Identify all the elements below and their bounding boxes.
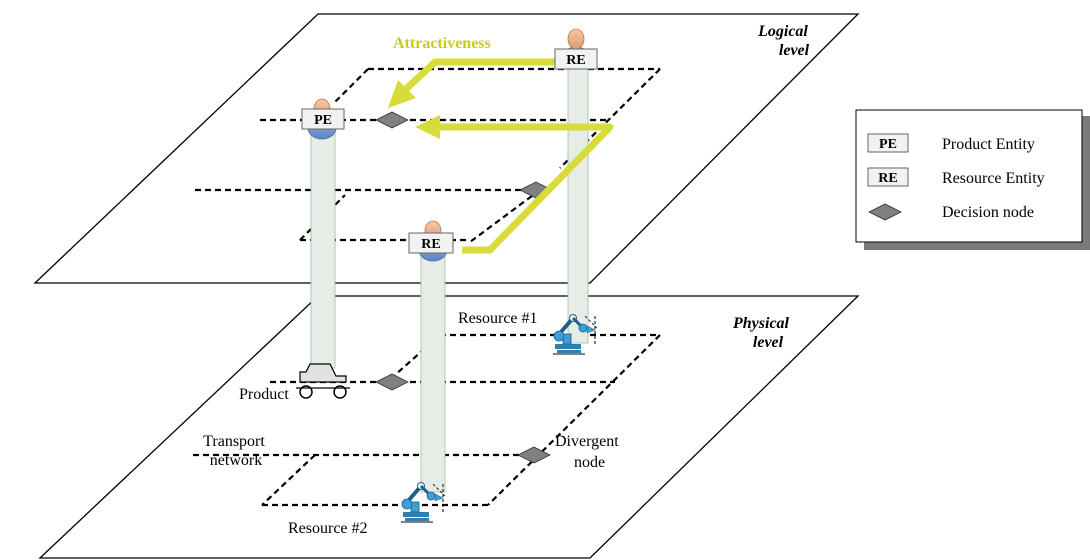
re-top-tag-box xyxy=(554,48,598,70)
pe-tag: PE xyxy=(314,113,332,128)
re-top-tag: RE xyxy=(566,53,585,68)
legend-item-re: RE Resource Entity xyxy=(867,167,1045,187)
legend: PE Product Entity RE Resource Entity Dec… xyxy=(855,109,1090,250)
decision-node xyxy=(375,373,409,391)
re-mid-tag: RE xyxy=(421,237,440,252)
resource-entity-mid: RE xyxy=(408,220,454,262)
re-mid-column xyxy=(420,241,446,493)
attractiveness-arrow-mid xyxy=(435,123,614,254)
logical-level-plane xyxy=(33,13,860,284)
legend-item-pe: PE Product Entity xyxy=(867,133,1035,153)
svg-text:Product Entity: Product Entity xyxy=(942,136,1035,153)
divergent-node-icon xyxy=(517,446,551,464)
legend-item-decision-node: Decision node xyxy=(868,203,1034,221)
svg-text:RE: RE xyxy=(878,171,897,186)
transport-network-label: Transport network xyxy=(203,433,269,469)
resource2-label: Resource #2 xyxy=(288,520,368,537)
attractiveness-arrowhead-mid xyxy=(415,115,440,139)
decision-nodes xyxy=(375,111,553,464)
resource1-label: Resource #1 xyxy=(458,310,538,327)
svg-text:Resource Entity: Resource Entity xyxy=(942,170,1045,187)
attractiveness-label: Attractiveness xyxy=(393,35,491,52)
logical-level-label: Logical level xyxy=(757,23,812,59)
pe-tag-box xyxy=(301,108,345,130)
svg-text:Decision node: Decision node xyxy=(942,204,1034,221)
svg-text:PE: PE xyxy=(879,137,897,152)
resource-entity-top: RE xyxy=(554,28,598,70)
decision-node-icon xyxy=(868,203,902,221)
product-label: Product xyxy=(239,386,289,403)
divergent-node-label: Divergent node xyxy=(555,433,623,471)
product-entity: PE xyxy=(301,98,345,140)
pe-column xyxy=(310,117,336,369)
attractiveness-arrows xyxy=(388,58,614,254)
physical-level-plane xyxy=(38,295,860,559)
re-top-column xyxy=(567,57,589,344)
decision-node xyxy=(375,111,409,129)
attractiveness-arrowhead-top xyxy=(388,80,416,108)
physical-level-label: Physical level xyxy=(732,315,793,351)
re-mid-tag-box xyxy=(408,232,454,254)
product-cart-icon xyxy=(296,363,350,399)
attractiveness-arrow-top xyxy=(402,58,568,93)
